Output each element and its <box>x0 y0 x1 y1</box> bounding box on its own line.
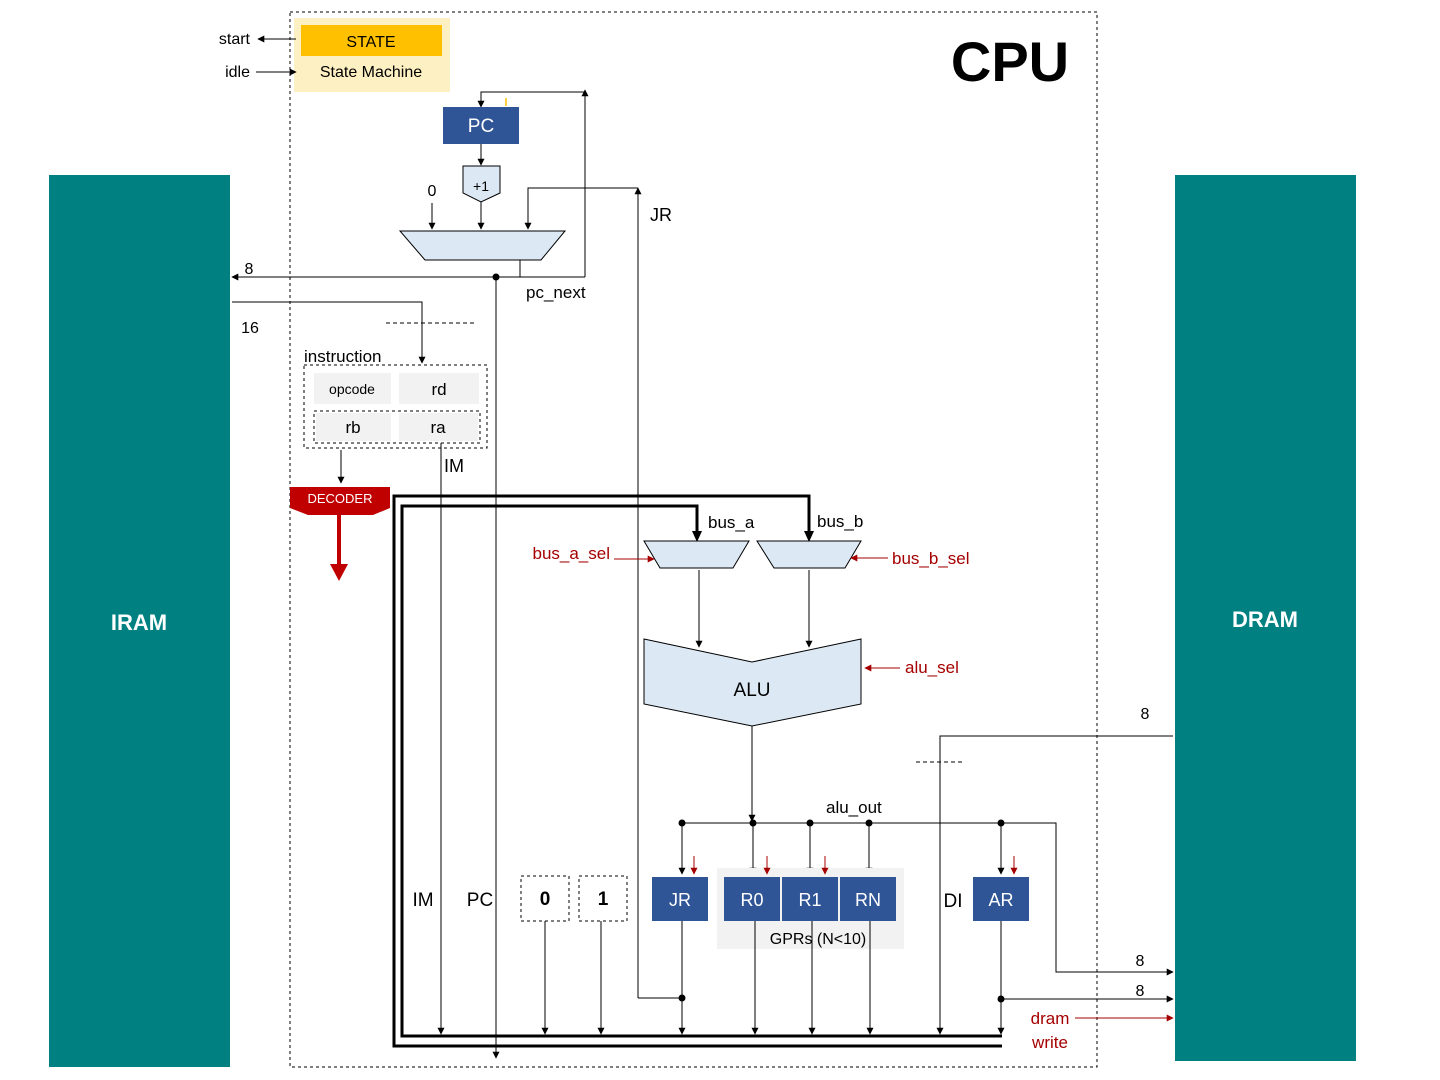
bus-a-label: bus_a <box>708 513 755 532</box>
jr-register-label: JR <box>669 890 691 910</box>
iram-block <box>49 175 230 1067</box>
opcode-field <box>314 373 391 404</box>
bus-b-label: bus_b <box>817 512 863 531</box>
ar-register-label: AR <box>988 890 1013 910</box>
bus-b-arrowhead <box>804 531 814 542</box>
ra-label: ra <box>430 418 446 437</box>
dram-di-wire <box>936 735 1173 1035</box>
decoder-output-arrow <box>330 564 348 581</box>
idle-label: idle <box>225 64 250 81</box>
dram-write-label-line1: dram <box>1031 1009 1070 1028</box>
dram-di-width: 8 <box>1141 706 1150 723</box>
r1-register <box>782 877 838 921</box>
const-zero-box <box>520 875 570 922</box>
pc-next-label: pc_next <box>526 283 586 302</box>
const-one-box <box>578 875 628 922</box>
jr-register <box>652 877 708 921</box>
state-register <box>301 25 442 56</box>
incrementer-block <box>462 165 501 203</box>
bus-a-line <box>400 504 1002 1038</box>
bus-source-pc-label: PC <box>467 890 493 911</box>
instruction-title: instruction <box>304 347 381 366</box>
ar-out-junction <box>997 995 1005 1003</box>
alu-out-junction-r1 <box>806 819 814 827</box>
jr-out-junction <box>678 994 686 1002</box>
dram-block <box>1175 175 1356 1061</box>
start-label: start <box>219 31 251 48</box>
pc-mux <box>398 230 567 261</box>
rd-label: rd <box>431 380 446 399</box>
rn-register-label: RN <box>855 890 881 910</box>
const-one-label: 1 <box>598 889 609 910</box>
rd-field <box>399 373 479 404</box>
ra-field <box>399 413 478 441</box>
alu-sel-label: alu_sel <box>905 658 959 677</box>
bus-source-di-label: DI <box>944 891 963 912</box>
bus-b-sel-label: bus_b_sel <box>892 549 970 568</box>
instruction-register <box>303 364 488 449</box>
dram-data-out-width: 8 <box>1136 953 1145 970</box>
rb-label: rb <box>345 418 360 437</box>
state-machine-label: State Machine <box>320 64 422 81</box>
im-field-label: IM <box>444 456 464 476</box>
rn-register <box>840 877 896 921</box>
iram-data-width: 16 <box>241 320 259 337</box>
bus-a-sel-label: bus_a_sel <box>532 544 610 563</box>
opcode-label: opcode <box>329 381 375 397</box>
mux-zero-input-label: 0 <box>428 183 437 200</box>
dram-write-label-line2: write <box>1031 1033 1068 1052</box>
pc-register <box>443 107 519 144</box>
jr-to-mux-wire <box>524 187 638 230</box>
bus-a-mux <box>643 540 750 569</box>
bus-source-im-label: IM <box>412 890 433 911</box>
alu-label: ALU <box>734 680 771 701</box>
alu-block <box>643 638 862 727</box>
iram-label: IRAM <box>111 610 167 635</box>
jr-wire-label: JR <box>650 205 672 225</box>
alu-out-junction-jr <box>678 819 686 827</box>
r0-register-label: R0 <box>740 890 763 910</box>
ar-register <box>973 877 1029 921</box>
pc-feedback-wire <box>477 91 585 108</box>
decoder-label: DECODER <box>307 491 372 506</box>
cpu-title: CPU <box>951 30 1069 93</box>
iram-addr-width: 8 <box>245 261 254 278</box>
cpu-boundary <box>289 11 1098 1068</box>
alu-out-junction-rn <box>865 819 873 827</box>
bus-b-mux <box>756 540 862 569</box>
rb-ra-group <box>313 410 481 444</box>
rb-field <box>316 413 391 441</box>
bus-a-arrowhead <box>692 531 702 542</box>
r1-register-label: R1 <box>798 890 821 910</box>
alu-out-label: alu_out <box>826 798 882 817</box>
pc-label: PC <box>468 116 494 137</box>
dram-addr-width: 8 <box>1136 983 1145 1000</box>
state-label: STATE <box>346 34 395 51</box>
incrementer-label: +1 <box>473 178 489 194</box>
iram-data-wire <box>232 301 426 364</box>
bus-b-line <box>392 494 1002 1048</box>
alu-out-junction-ar <box>997 819 1005 827</box>
r0-register <box>724 877 780 921</box>
alu-out-junction-r0 <box>749 819 757 827</box>
const-zero-label: 0 <box>540 889 551 910</box>
gprs-label: GPRs (N<10) <box>770 931 866 948</box>
dram-label: DRAM <box>1232 607 1298 632</box>
decoder-block <box>290 487 390 515</box>
